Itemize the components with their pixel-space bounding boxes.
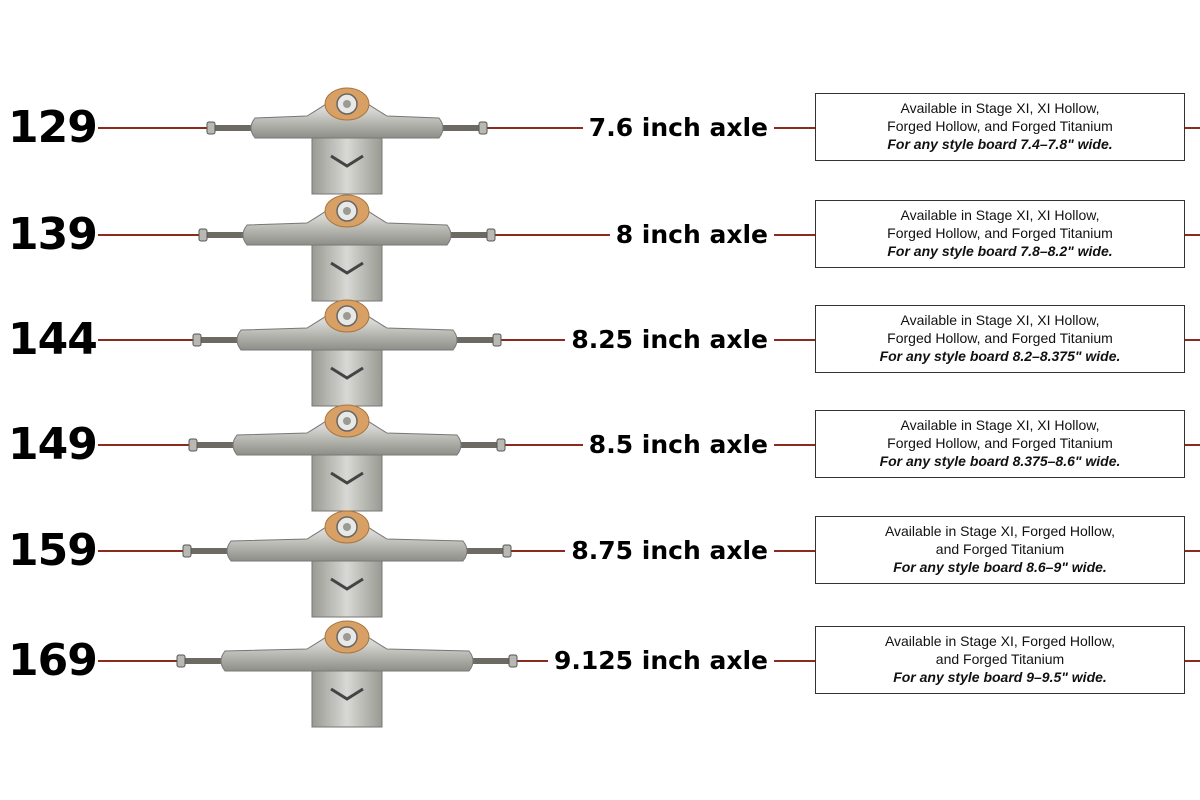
availability-line-1: Available in Stage XI, XI Hollow,	[900, 312, 1100, 328]
truck-size-label: 129	[8, 102, 98, 153]
axle-width-label: 9.125 inch axle	[548, 646, 774, 676]
truck-size-label: 139	[8, 209, 98, 260]
availability-line-2: Forged Hollow, and Forged Titanium	[887, 330, 1113, 346]
truck-row-159: 159 8.75 inch axle Available in Stage XI…	[0, 511, 1200, 621]
availability-box: Available in Stage XI, XI Hollow, Forged…	[815, 410, 1185, 478]
truck-row-139: 139 8 inch axle Available in Stage XI, X…	[0, 195, 1200, 305]
axle-width-label: 8 inch axle	[609, 220, 774, 250]
availability-line-2: and Forged Titanium	[935, 541, 1065, 557]
truck-149	[188, 404, 506, 456]
truck-row-149: 149 8.5 inch axle Available in Stage XI,…	[0, 405, 1200, 515]
axle-width-label: 8.5 inch axle	[582, 430, 774, 460]
axle-width-label: 8.75 inch axle	[565, 536, 774, 566]
availability-box: Available in Stage XI, XI Hollow, Forged…	[815, 305, 1185, 373]
availability-box: Available in Stage XI, Forged Hollow, an…	[815, 516, 1185, 584]
baseplate-139	[311, 242, 383, 302]
availability-line-2: Forged Hollow, and Forged Titanium	[887, 118, 1113, 134]
truck-row-129: 129 7.6 inch axle Available in Stage XI,…	[0, 88, 1200, 198]
board-width-fit: For any style board 9–9.5" wide.	[893, 669, 1107, 685]
board-width-fit: For any style board 8.375–8.6" wide.	[879, 453, 1121, 469]
truck-size-label: 169	[8, 635, 98, 686]
availability-line-2: and Forged Titanium	[935, 651, 1065, 667]
truck-159	[182, 510, 512, 562]
truck-row-144: 144 8.25 inch axle Available in Stage XI…	[0, 300, 1200, 410]
truck-size-label: 159	[8, 525, 98, 576]
axle-width-label: 8.25 inch axle	[565, 325, 774, 355]
truck-129	[206, 87, 488, 139]
availability-line-1: Available in Stage XI, Forged Hollow,	[884, 633, 1116, 649]
availability-line-2: Forged Hollow, and Forged Titanium	[887, 435, 1113, 451]
board-width-fit: For any style board 8.6–9" wide.	[893, 559, 1107, 575]
truck-row-169: 169 9.125 inch axle Available in Stage X…	[0, 621, 1200, 731]
availability-box: Available in Stage XI, Forged Hollow, an…	[815, 626, 1185, 694]
baseplate-129	[311, 135, 383, 195]
board-width-fit: For any style board 7.8–8.2" wide.	[887, 243, 1113, 259]
board-width-fit: For any style board 7.4–7.8" wide.	[887, 136, 1113, 152]
availability-box: Available in Stage XI, XI Hollow, Forged…	[815, 200, 1185, 268]
truck-144	[192, 299, 502, 351]
truck-size-label: 149	[8, 419, 98, 470]
availability-box: Available in Stage XI, XI Hollow, Forged…	[815, 93, 1185, 161]
availability-line-2: Forged Hollow, and Forged Titanium	[887, 225, 1113, 241]
truck-size-label: 144	[8, 314, 98, 365]
baseplate-144	[311, 347, 383, 407]
availability-line-1: Available in Stage XI, XI Hollow,	[900, 207, 1100, 223]
availability-line-1: Available in Stage XI, XI Hollow,	[900, 417, 1100, 433]
truck-139	[198, 194, 496, 246]
board-width-fit: For any style board 8.2–8.375" wide.	[879, 348, 1121, 364]
axle-width-label: 7.6 inch axle	[582, 113, 774, 143]
availability-line-1: Available in Stage XI, Forged Hollow,	[884, 523, 1116, 539]
baseplate-159	[311, 558, 383, 618]
truck-169	[176, 620, 518, 672]
availability-line-1: Available in Stage XI, XI Hollow,	[900, 100, 1100, 116]
